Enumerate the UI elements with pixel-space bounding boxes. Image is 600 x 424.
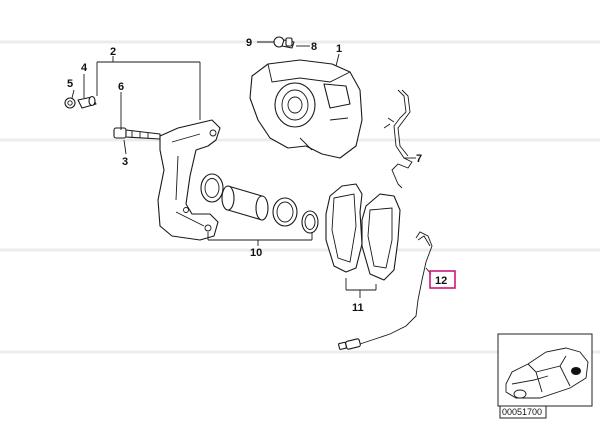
callout-9: 9 [246,37,252,49]
piston-seal-kit-part [200,173,319,234]
callout-7: 7 [416,153,422,165]
callout-11: 11 [352,302,364,314]
callout-highlight-box [429,270,456,289]
callout-10: 10 [250,247,262,259]
vehicle-locator-thumbnail[interactable]: 00051700 [497,333,593,419]
car-silhouette-icon [505,347,589,399]
bleeder-valve-part [273,36,295,49]
brake-caliper-housing-part [249,59,363,159]
callout-8: 8 [311,41,317,53]
brake-pad-set-part [325,183,401,281]
callout-6: 6 [118,81,124,93]
highlighted-callout-12[interactable]: 12 [429,270,456,289]
callout-2: 2 [110,46,116,58]
pad-wear-sensor-part [338,231,433,350]
callout-1: 1 [336,43,342,55]
callout-12: 12 [435,275,447,287]
leader-lines [71,41,432,298]
caliper-carrier-part [157,119,221,241]
callout-5: 5 [67,78,73,90]
callout-3: 3 [122,156,128,168]
diagram-code: 00051700 [502,407,542,417]
guide-sleeve-part [64,95,97,109]
callout-labels: 1 2 3 4 5 6 7 8 9 10 11 [67,37,422,314]
callout-4: 4 [81,62,88,74]
